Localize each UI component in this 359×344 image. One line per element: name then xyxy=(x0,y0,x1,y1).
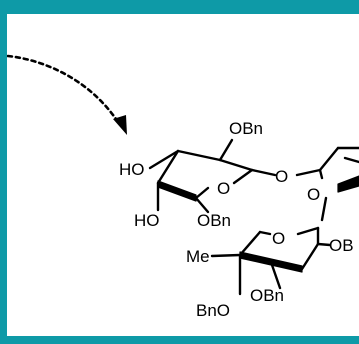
label-obn-ring1: OBn xyxy=(197,211,231,230)
label-o-ring2: O xyxy=(272,229,285,248)
arrow-head xyxy=(113,115,127,135)
diagram-canvas: OBn HO O O O HO OBn Me O OB OBn BnO xyxy=(7,14,359,336)
label-o-ring1: O xyxy=(217,179,230,198)
label-ob-right: OB xyxy=(329,236,354,255)
right-ring-bold-bond xyxy=(337,175,359,193)
label-ho-top: HO xyxy=(119,160,145,179)
glycosidic-link xyxy=(295,146,359,222)
label-obn-top: OBn xyxy=(229,119,263,138)
label-o-glycosidic: O xyxy=(275,167,288,186)
label-obn-ring2: OBn xyxy=(250,286,284,305)
label-o-link: O xyxy=(307,185,320,204)
ring-1 xyxy=(148,138,277,214)
dashed-curved-arrow xyxy=(7,54,120,124)
label-me: Me xyxy=(186,247,210,266)
label-ho-bottom: HO xyxy=(134,211,160,230)
ring-2 xyxy=(210,226,332,296)
ring1-bold-bond xyxy=(157,180,197,202)
label-bno: BnO xyxy=(196,301,230,320)
ring2-bold-bond xyxy=(239,251,303,273)
oligosaccharide-structure: OBn HO O O O HO OBn Me O OB OBn BnO xyxy=(7,54,359,320)
